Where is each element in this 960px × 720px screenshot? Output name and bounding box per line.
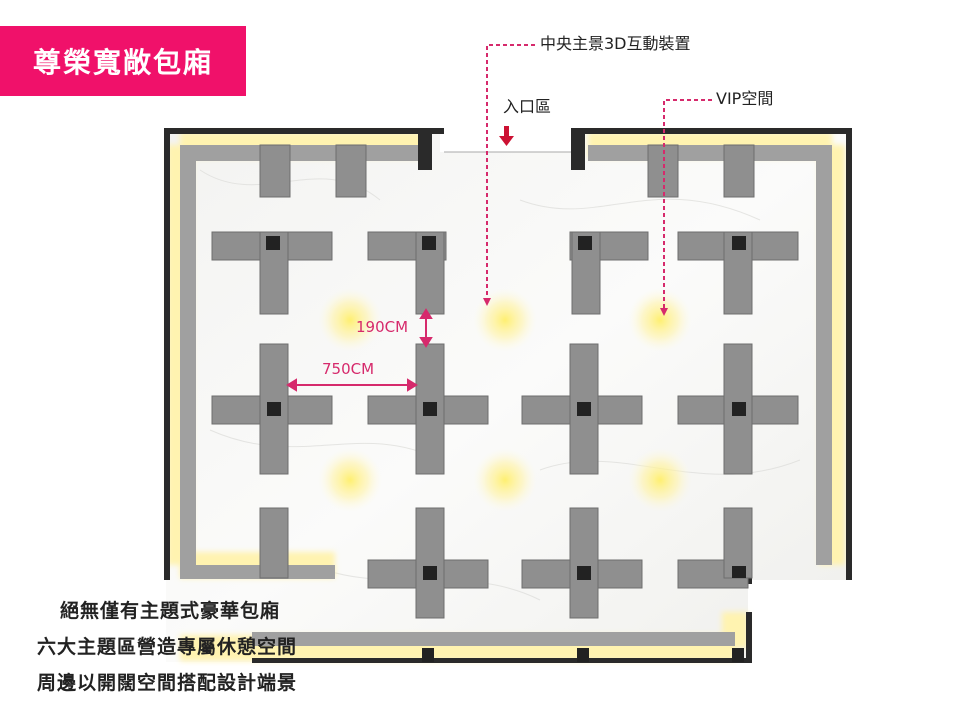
callout-leaders bbox=[486, 44, 712, 310]
dimension-marks bbox=[286, 308, 433, 392]
perimeter-seating bbox=[167, 132, 845, 661]
callout-central-installation: 中央主景3D互動裝置 bbox=[540, 34, 691, 53]
column-posts bbox=[266, 236, 746, 662]
callout-vip: VIP空間 bbox=[716, 89, 774, 108]
feature-line-1: 絕無僅有主題式豪華包廂 bbox=[60, 600, 281, 622]
dimension-label-horizontal: 750CM bbox=[322, 360, 375, 378]
callout-arrowheads bbox=[483, 298, 668, 316]
light-spots bbox=[318, 288, 692, 512]
dimension-label-vertical: 190CM bbox=[356, 318, 409, 336]
entrance-arrow-icon bbox=[499, 126, 514, 146]
feature-line-3: 周邊以開闊空間搭配設計端景 bbox=[37, 672, 298, 694]
feature-line-2: 六大主題區營造專屬休憩空間 bbox=[37, 636, 298, 658]
page-title: 尊榮寬敞包廂 bbox=[0, 26, 246, 96]
callout-entrance: 入口區 bbox=[503, 97, 552, 116]
outer-walls bbox=[164, 128, 852, 663]
